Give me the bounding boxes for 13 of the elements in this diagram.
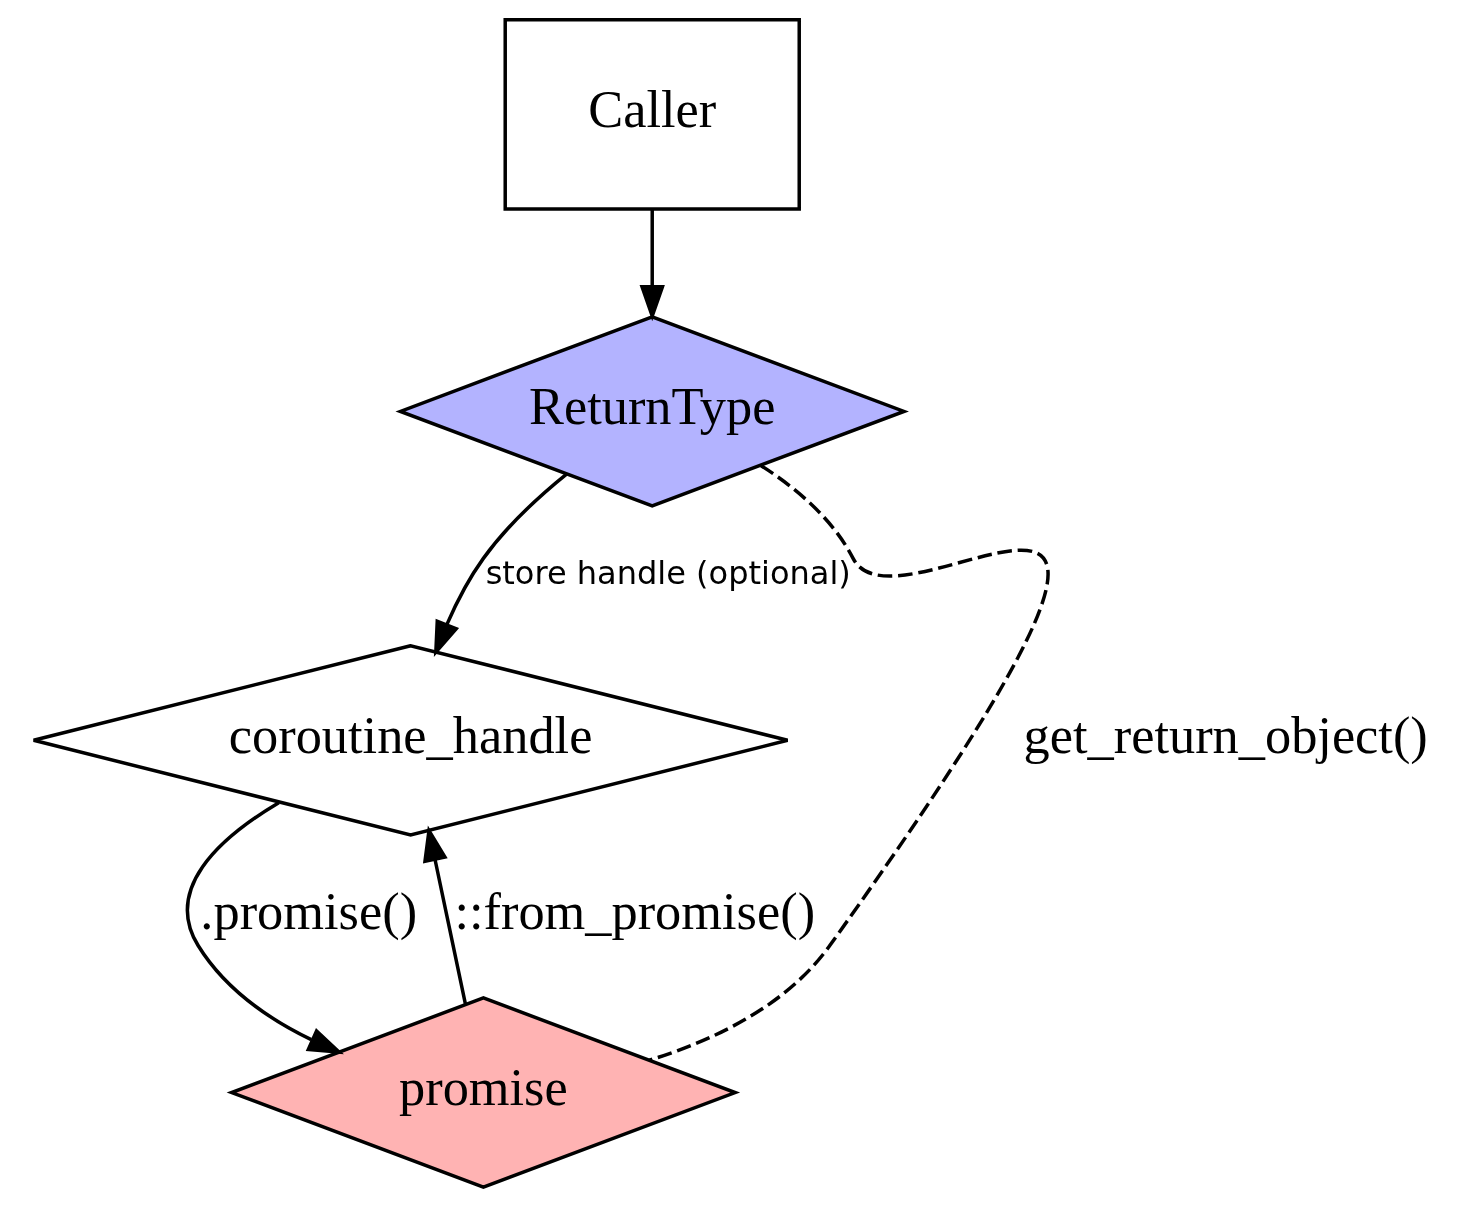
arrow [185, 801, 344, 1055]
edge-label: get_return_object() [1023, 706, 1428, 765]
connector [648, 464, 1048, 1062]
edge-label: ::from_promise() [453, 882, 815, 941]
arrow [422, 825, 467, 1005]
node-diamond: promise [226, 996, 740, 1189]
arrow [639, 209, 665, 322]
node-diamond: ReturnType [394, 314, 909, 508]
edge-label: .promise() [199, 882, 417, 941]
node-diamond: coroutine_handle [31, 643, 789, 837]
node-box: Caller [502, 18, 801, 211]
arrow [433, 472, 568, 657]
edge-label: store handle (optional) [485, 554, 851, 592]
